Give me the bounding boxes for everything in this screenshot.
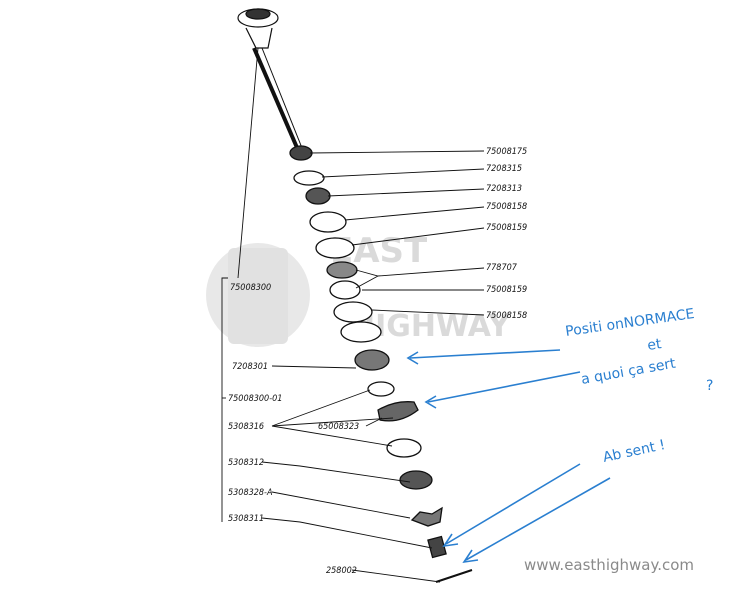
parts-stack — [289, 145, 473, 583]
leader-lines — [221, 47, 485, 583]
ring-part — [309, 211, 347, 233]
washer-part — [293, 170, 325, 186]
arrow-icon — [462, 549, 479, 564]
part-label: 7208313 — [486, 184, 522, 194]
part-label: 7208301 — [232, 362, 268, 372]
steering-shaft — [237, 8, 303, 151]
plate-part — [354, 349, 390, 371]
part-label: 7208315 — [486, 164, 522, 174]
part-label: 75008300 — [230, 283, 271, 293]
part-label: 5308316 — [228, 422, 264, 432]
part-label: 75008159 — [486, 285, 527, 295]
annotation-line-2: et — [646, 336, 663, 354]
arrow-icon — [427, 371, 581, 403]
nut-part — [399, 470, 433, 490]
washer-part — [386, 438, 422, 458]
nut-part — [305, 187, 331, 205]
wing-nut-part — [410, 506, 443, 527]
arrow-icon — [465, 477, 611, 561]
part-label: 258002 — [326, 566, 357, 576]
bearing-part — [329, 280, 361, 300]
part-label: 5308311 — [228, 514, 264, 524]
ring-part — [340, 321, 382, 343]
part-label: 5308312 — [228, 458, 264, 468]
washer-part — [367, 381, 395, 397]
part-label: 778707 — [486, 263, 518, 273]
nut-part — [289, 145, 313, 161]
lock-plate-part — [377, 401, 419, 422]
handwritten-annotations: Positi onNORMACE et a quoi ça sert ? Ab … — [406, 306, 713, 564]
part-label: 5308328-A — [228, 488, 273, 498]
arrow-icon — [424, 395, 437, 409]
annotation-absent: Ab sent ! — [602, 437, 667, 466]
part-label: 75008158 — [486, 202, 527, 212]
arrow-icon — [409, 349, 561, 359]
part-label: 75008158 — [486, 311, 527, 321]
watermark-url: www.easthighway.com — [524, 556, 694, 574]
ring-part — [333, 301, 373, 323]
bolt-part — [427, 535, 447, 559]
part-label: 65008323 — [318, 422, 359, 432]
arrow-icon — [445, 463, 581, 545]
part-label: 75008300-01 — [228, 394, 282, 404]
part-label: 75008159 — [486, 223, 527, 233]
annotation-line-3: a quoi ça sert — [580, 355, 677, 387]
bearing-part — [326, 261, 358, 279]
arrow-icon — [442, 533, 459, 548]
ring-part — [315, 237, 355, 259]
annotation-line-1: Positi onNORMACE — [564, 306, 695, 340]
arrow-icon — [406, 351, 419, 365]
part-labels: 75008175 7208315 7208313 75008158 750081… — [228, 147, 527, 576]
pin-part — [435, 569, 473, 583]
part-label: 75008175 — [486, 147, 527, 157]
annotation-line-4: ? — [706, 378, 713, 394]
